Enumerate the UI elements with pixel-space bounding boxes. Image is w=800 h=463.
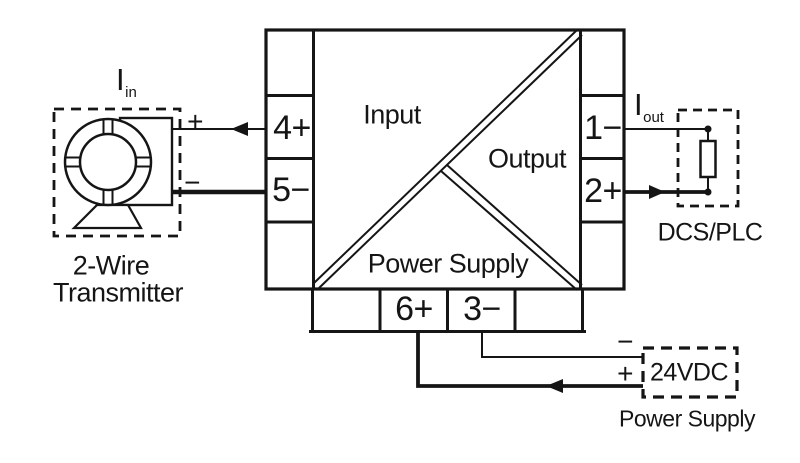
transmitter-ring-ticks: [65, 119, 151, 205]
arrow-psu-left-icon: [546, 379, 563, 393]
output-current-symbol: I: [634, 87, 643, 122]
psu-caption: Power Supply: [619, 405, 755, 432]
terminal-6-label: 6+: [395, 290, 433, 328]
transmitter-ring-inner: [78, 132, 138, 192]
transmitter-name-line1: 2-Wire: [72, 250, 150, 281]
transmitter-base: [71, 203, 143, 230]
terminal-2-label: 2+: [584, 172, 622, 210]
psu-plus-sign: +: [617, 358, 633, 389]
psu-dashed-box: [641, 346, 739, 399]
dcs-plc-dashed-box: [676, 108, 740, 208]
isolation-diagonals: [313, 29, 583, 291]
bottom-terminal-row: [309, 289, 586, 333]
terminal-1-label: 1−: [584, 109, 622, 147]
transmitter-dashed-box: [52, 107, 182, 238]
section-output-label: Output: [487, 143, 567, 174]
section-input-label: Input: [363, 99, 421, 130]
psu-voltage-label: 24VDC: [649, 358, 729, 387]
arrow-input-left-icon: [231, 122, 248, 136]
input-plus-sign: +: [187, 106, 203, 137]
terminal-3-label: 3−: [463, 290, 501, 328]
psu-minus-sign: −: [617, 326, 633, 357]
junction-dot-top: [704, 125, 712, 133]
junction-dot-bottom: [704, 188, 712, 196]
wire-psu-minus: [481, 331, 643, 358]
input-current-subscript: in: [125, 84, 137, 101]
wire-psu-plus: [416, 331, 643, 388]
load-resistor: [699, 139, 717, 179]
terminal-5-label: 5−: [272, 171, 310, 209]
input-minus-sign: −: [184, 167, 200, 198]
terminal-cell-dividers: [266, 94, 624, 224]
output-current-label: Iout: [634, 89, 664, 125]
terminal-4-label: 4+: [273, 109, 311, 147]
dcs-plc-label: DCS/PLC: [657, 218, 763, 247]
input-current-symbol: I: [116, 62, 125, 97]
transmitter-name-line2: Transmitter: [52, 277, 184, 308]
section-power-supply-label: Power Supply: [367, 248, 529, 279]
output-current-subscript: out: [643, 109, 664, 126]
arrow-output-right-icon: [649, 185, 665, 199]
input-current-label: Iin: [116, 64, 137, 100]
